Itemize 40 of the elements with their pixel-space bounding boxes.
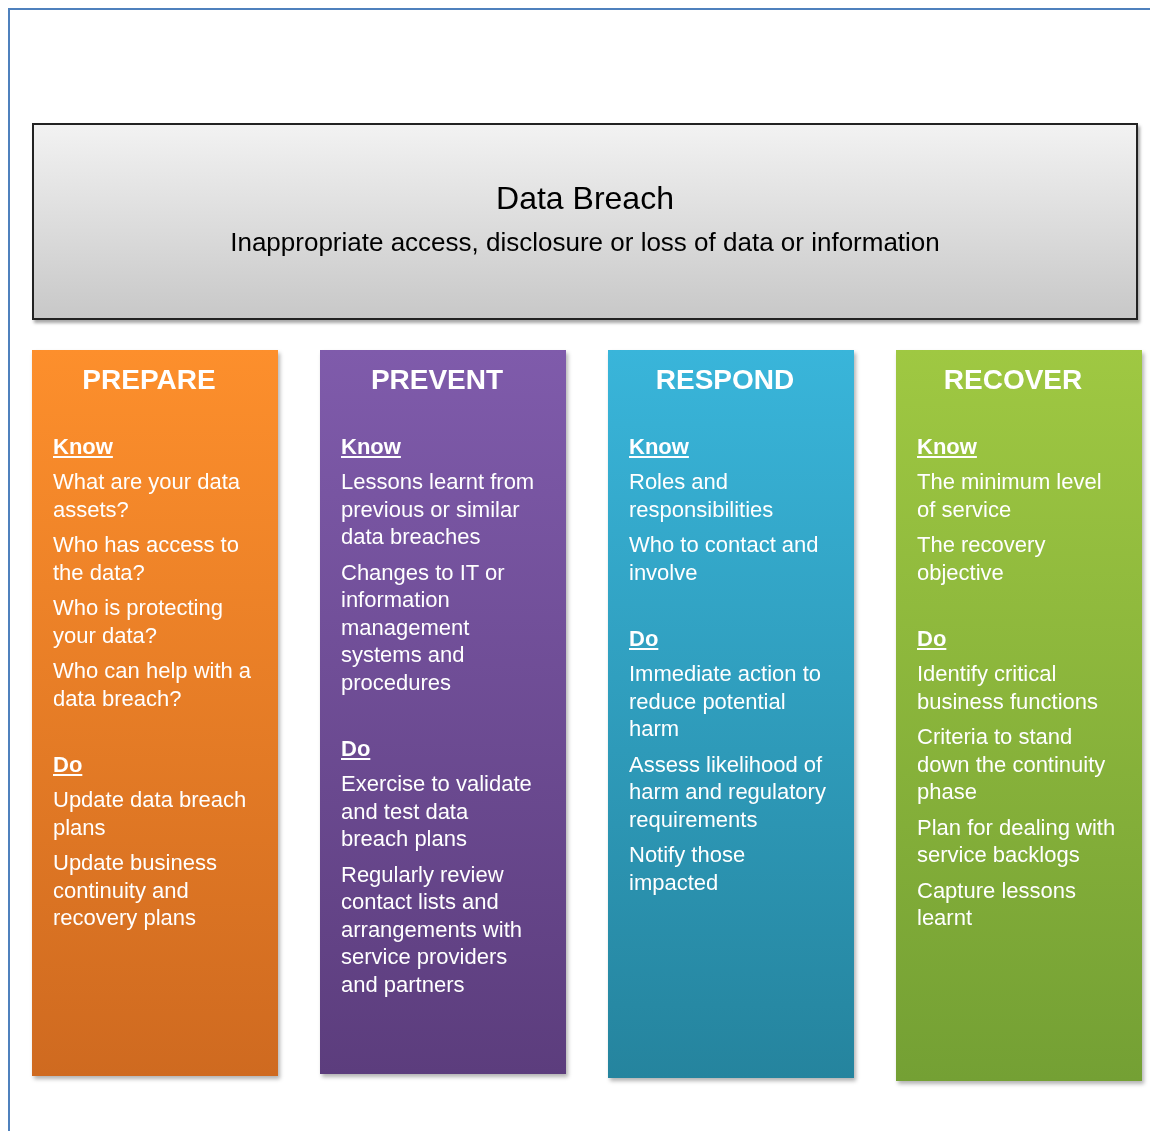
list-item: Criteria to stand down the continuity phase [917, 723, 1107, 806]
column-heading: RESPOND [654, 364, 796, 396]
column-heading: RECOVER [942, 364, 1084, 396]
list-item: Who to contact and involve [629, 531, 820, 586]
list-item: Immediate action to reduce potential harm [629, 660, 822, 743]
banner-description: Inappropriate access, disclosure or loss of data or information [229, 227, 941, 258]
list-item: Notify those impacted [629, 841, 747, 896]
column-heading: PREPARE [81, 364, 217, 396]
list-item: Lessons learnt from previous or similar data breaches [341, 468, 536, 551]
list-item: Update business continuity and recovery plans [53, 849, 218, 932]
list-item: Who can help with a data breach? [53, 657, 252, 712]
recover-column [896, 350, 1142, 1081]
list-item: What are your data assets? [53, 468, 242, 523]
list-item: Who has access to the data? [53, 531, 240, 586]
section-heading: Know [629, 434, 689, 460]
prevent-column [320, 350, 566, 1074]
list-item: Plan for dealing with service backlogs [917, 813, 1116, 869]
list-item: Capture lessons learnt [917, 876, 1077, 932]
section-heading: Do [53, 752, 83, 778]
section-heading: Do [629, 626, 659, 652]
list-item: Changes to IT or information management systems and procedures [341, 558, 506, 696]
list-item: Roles and responsibilities [629, 468, 775, 523]
list-item: Update data breach plans [53, 786, 248, 841]
list-item: The minimum level of service [917, 468, 1103, 523]
section-heading: Do [917, 626, 947, 652]
title-banner [32, 123, 1138, 320]
list-item: Identify critical business functions [917, 660, 1099, 715]
prepare-column [32, 350, 278, 1076]
column-heading: PREVENT [369, 364, 505, 396]
section-heading: Do [341, 736, 371, 762]
list-item: Regularly review contact lists and arrangements with service providers and partners [341, 860, 523, 998]
list-item: Who is protecting your data? [53, 594, 224, 649]
list-item: Assess likelihood of harm and regulatory requirements [629, 750, 827, 833]
section-heading: Know [53, 434, 113, 460]
banner-heading: Data Breach [495, 180, 675, 217]
list-item: Exercise to validate and test data breach plans [341, 770, 533, 853]
respond-column [608, 350, 854, 1078]
section-heading: Know [341, 434, 401, 460]
section-heading: Know [917, 434, 977, 460]
list-item: The recovery objective [917, 531, 1047, 586]
